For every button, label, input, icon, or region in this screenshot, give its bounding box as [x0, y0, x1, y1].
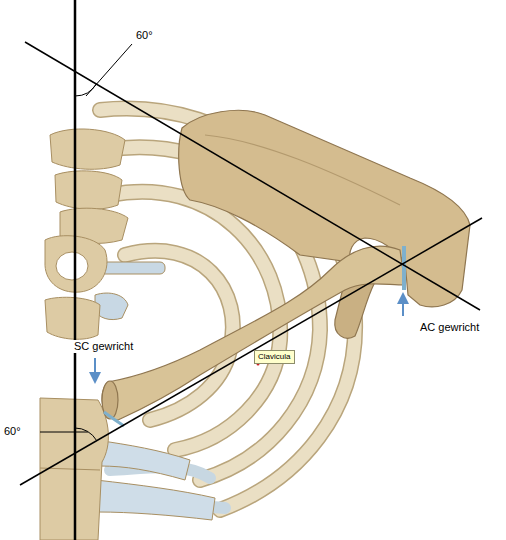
tooltip-box: Clavicula: [254, 350, 295, 364]
annotation-label: AC gewricht: [418, 321, 481, 334]
annotation-label: 60°: [134, 29, 155, 42]
joint-arrows: [95, 298, 403, 378]
clavicle: [102, 246, 405, 426]
annotation-label: 60°: [2, 425, 23, 438]
sternum: [40, 398, 215, 540]
label-text: 60°: [136, 29, 153, 41]
tooltip-text: Clavicula: [258, 352, 291, 362]
annotation-label: SC gewricht: [72, 340, 135, 353]
label-text: 60°: [4, 425, 21, 437]
ac-joint: [402, 246, 406, 290]
label-text: AC gewricht: [420, 321, 479, 333]
scapula: [179, 110, 470, 338]
reference-lines: [20, 0, 482, 540]
label-text: SC gewricht: [74, 340, 133, 352]
vertebrae: [45, 129, 165, 339]
